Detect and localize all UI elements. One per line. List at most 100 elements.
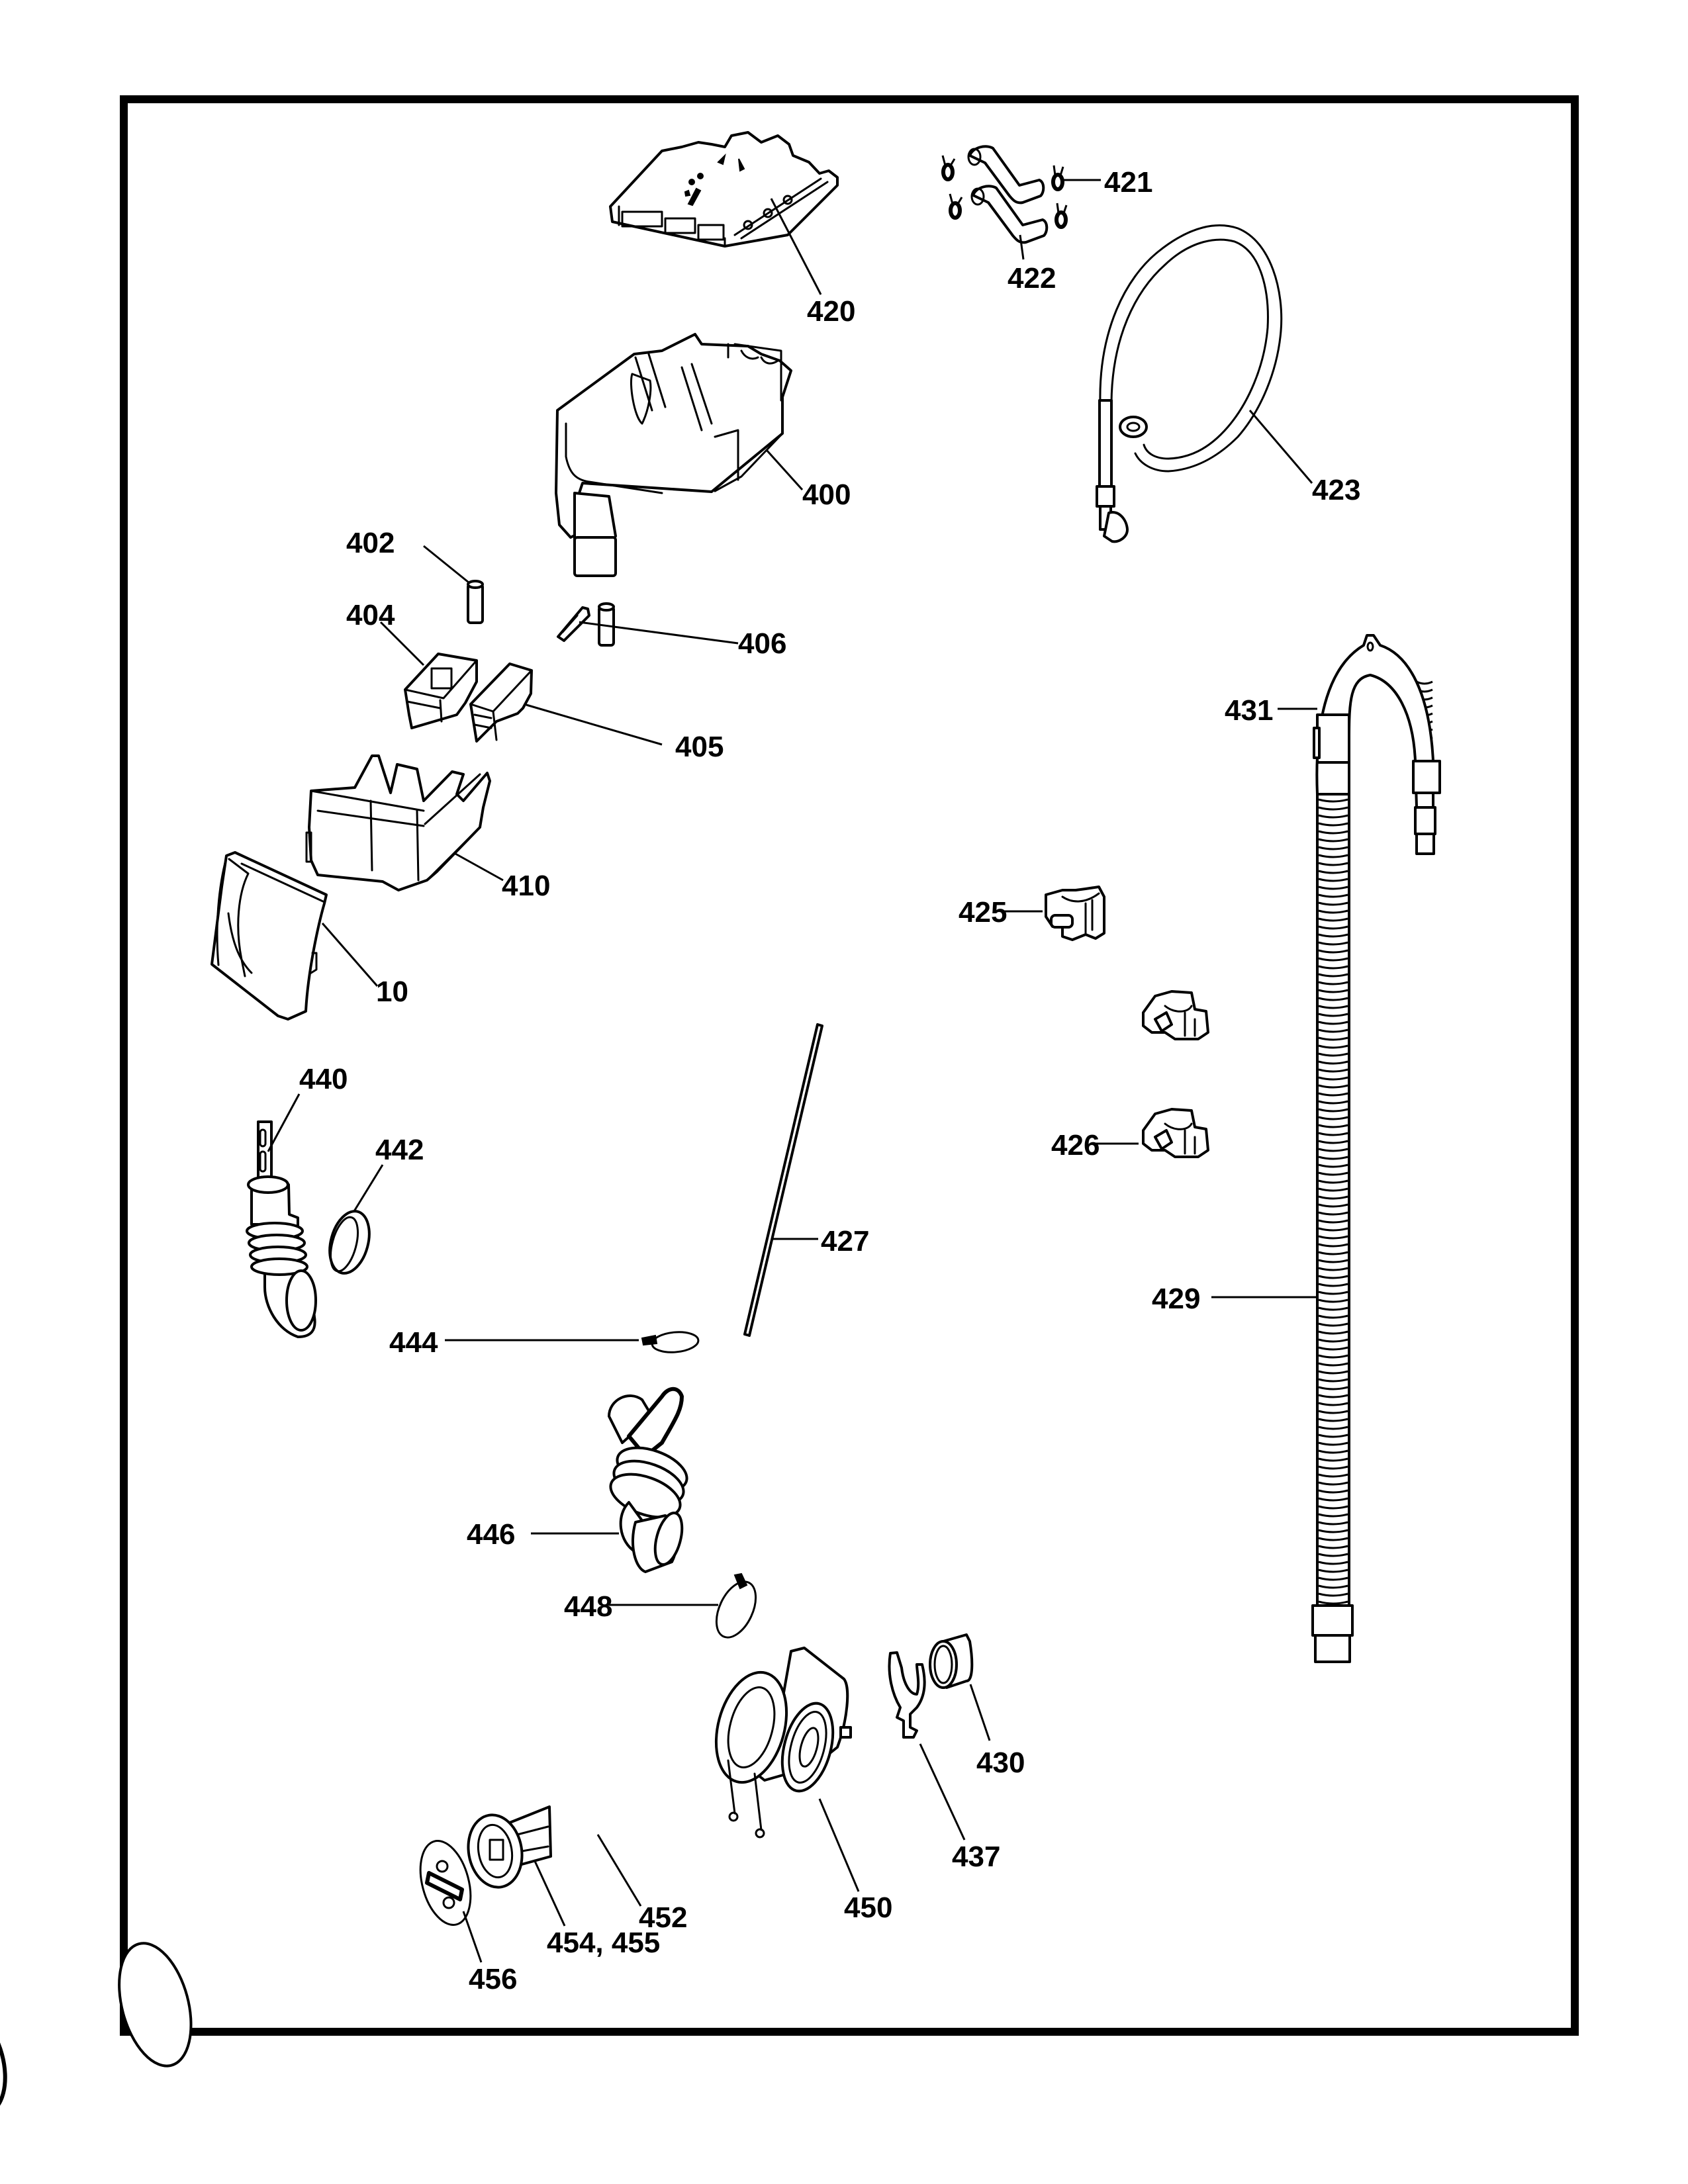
leader-440	[267, 1093, 301, 1152]
part-402-siphon-cap[interactable]	[467, 580, 484, 624]
hose-rib	[1318, 1433, 1348, 1438]
clip-icon	[1055, 203, 1068, 229]
hose-rib	[1318, 1529, 1348, 1533]
hose-rib	[1318, 798, 1348, 803]
leader-400	[765, 449, 804, 491]
part-421-hose-clips[interactable]	[941, 155, 1068, 229]
callout-446: 446	[467, 1518, 515, 1551]
part-426-hose-clamp-upper[interactable]	[1142, 990, 1209, 1040]
hose-rib	[1318, 806, 1348, 811]
hose-rib	[1318, 1521, 1348, 1525]
part-406-dispenser-latch[interactable]	[557, 606, 590, 642]
leader-442	[353, 1164, 384, 1212]
part-450-drain-pump[interactable]	[705, 1647, 852, 1839]
hose-rib	[1318, 1100, 1348, 1105]
part-444-small-clamp[interactable]	[641, 1330, 700, 1354]
hose-rib	[1318, 933, 1348, 938]
callout-400: 400	[802, 478, 851, 511]
part-422-short-hoses[interactable]	[967, 145, 1049, 244]
part-400-dispenser-housing[interactable]	[555, 333, 792, 577]
hose-rib	[1318, 1306, 1348, 1311]
hose-rib	[1318, 1481, 1348, 1486]
part-452-o-ring[interactable]	[107, 1935, 203, 2073]
diagram-frame	[120, 95, 1579, 2036]
hose-rib	[1318, 1330, 1348, 1335]
bellows-ribs	[609, 1446, 688, 1519]
leader-410	[455, 852, 504, 882]
hose-rib	[1318, 1505, 1348, 1510]
callout-404: 404	[346, 599, 395, 631]
callout-421: 421	[1104, 166, 1152, 199]
hose-rib	[1318, 973, 1348, 978]
callout-422: 422	[1008, 262, 1056, 295]
hose-rib	[1318, 1156, 1348, 1160]
leader-423	[1248, 410, 1313, 484]
callout-420: 420	[807, 295, 855, 328]
hose-rib	[1318, 886, 1348, 890]
hose-rib	[1318, 846, 1348, 850]
hose-rib	[1318, 1449, 1348, 1454]
hose-rib	[1318, 893, 1348, 898]
part-430-hose-connector[interactable]	[929, 1633, 974, 1689]
callout-450: 450	[844, 1891, 892, 1924]
leader-406	[579, 621, 739, 645]
part-456-filter-cap[interactable]	[0, 1835, 479, 2121]
hose-rib	[1318, 1283, 1348, 1287]
callout-452: 452	[639, 1901, 687, 1934]
hose-rib	[1318, 1537, 1348, 1541]
hose-rib	[1318, 917, 1348, 922]
drain-hose-ribs	[1318, 680, 1433, 1605]
hose-rib	[1318, 1068, 1348, 1073]
part-404-bleach-cup[interactable]	[404, 653, 478, 729]
hose-rib	[1318, 814, 1348, 819]
hose-rib	[1318, 1108, 1348, 1113]
part-440-dispenser-hose[interactable]	[246, 1120, 317, 1338]
callout-440: 440	[299, 1063, 348, 1095]
part-410-dispenser-drawer[interactable]	[305, 754, 491, 891]
hose-rib	[1318, 1561, 1348, 1565]
part-429-drain-hose[interactable]	[1311, 680, 1433, 1663]
hose-rib	[1318, 1386, 1348, 1390]
part-442-seal-ring[interactable]	[324, 1206, 376, 1277]
hose-rib	[1318, 901, 1348, 906]
part-423-inlet-hose[interactable]	[1096, 224, 1283, 543]
hose-rib	[1318, 1322, 1348, 1327]
leader-422	[1019, 234, 1025, 260]
part-437-hose-clip[interactable]	[888, 1651, 926, 1739]
callout-429: 429	[1152, 1283, 1200, 1315]
part-431-hose-guide[interactable]	[1313, 634, 1441, 855]
part-405-softener-cup[interactable]	[469, 662, 533, 743]
hose-rib	[1318, 1314, 1348, 1319]
callout-10: 10	[376, 976, 408, 1008]
hose-rib	[1318, 1195, 1348, 1200]
leader-420	[770, 198, 822, 295]
hose-rib	[1318, 1354, 1348, 1359]
clip-icon	[1051, 165, 1064, 191]
part-427-rod[interactable]	[743, 1023, 823, 1337]
leader-454	[533, 1859, 566, 1927]
callout-425: 425	[959, 896, 1007, 929]
callout-431: 431	[1225, 694, 1273, 727]
hose-rib	[1318, 1148, 1348, 1152]
hose-rib	[1318, 1005, 1348, 1009]
hose-rib	[1318, 830, 1348, 835]
callout-410: 410	[502, 870, 550, 902]
part-426-hose-clamp[interactable]	[1142, 1108, 1209, 1158]
hose-rib	[1318, 1346, 1348, 1351]
part-420-control-board[interactable]	[609, 131, 839, 248]
part-448-hose-clamp[interactable]	[708, 1572, 763, 1643]
hose-rib	[1318, 1140, 1348, 1144]
hose-rib	[1318, 997, 1348, 1001]
part-425-hose-clamp[interactable]	[1045, 886, 1105, 941]
hose-rib	[1318, 838, 1348, 842]
part-10-drawer-handle[interactable]	[211, 851, 328, 1021]
leader-437	[919, 1743, 966, 1841]
callout-456: 456	[469, 1963, 517, 1995]
callout-423: 423	[1312, 474, 1360, 506]
part-454-455-pump-filter[interactable]	[463, 1805, 552, 1891]
hose-rib	[1318, 957, 1348, 962]
hose-rib	[1318, 870, 1348, 874]
part-446-sump-hose[interactable]	[605, 1387, 693, 1573]
hose-rib	[1318, 1092, 1348, 1097]
hose-rib	[1318, 1243, 1348, 1248]
